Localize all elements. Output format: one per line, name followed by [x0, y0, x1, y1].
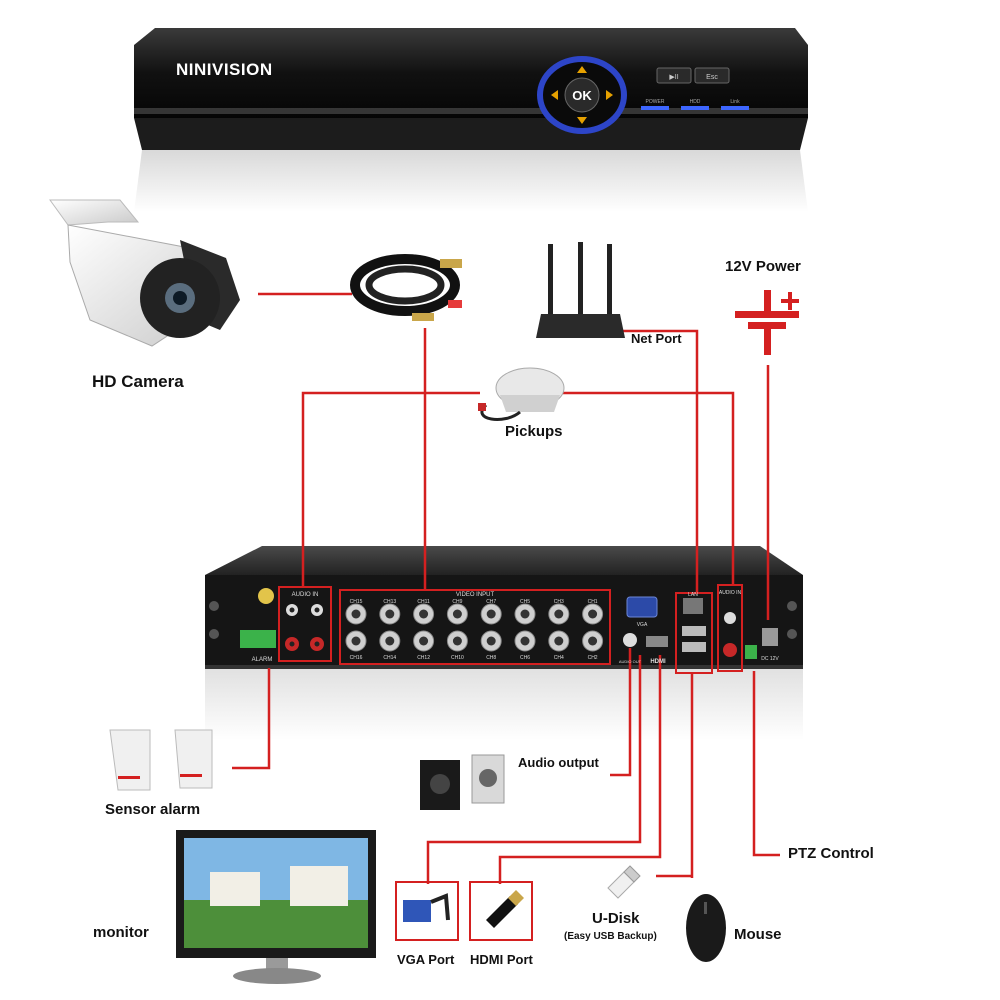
usb-drive-icon	[607, 865, 641, 899]
channel-label-ch5: CH5	[520, 599, 530, 605]
channel-label-ch11: CH11	[417, 599, 430, 605]
play-button-label: ▶II	[669, 74, 678, 81]
audio-in-left-jacks	[285, 604, 324, 651]
coaxial-cable-icon	[350, 254, 462, 321]
bnc-pin	[385, 609, 395, 619]
bnc-pin	[588, 636, 598, 646]
ptz-control-label: PTZ Control	[788, 845, 874, 862]
rear-audio-in-right-label: AUDIO IN	[719, 590, 742, 596]
bnc-pin	[351, 609, 361, 619]
pickup-microphone-icon	[478, 367, 565, 421]
rear-alarm-label: ALARM	[252, 657, 273, 663]
vga-port-label: VGA Port	[397, 952, 455, 967]
led-label-link: Link	[730, 99, 740, 105]
vga-port-box	[395, 881, 459, 941]
dc-power-symbol-icon	[735, 290, 799, 355]
lan-usb-box	[675, 592, 713, 674]
mouse-label: Mouse	[734, 926, 782, 943]
rs485-terminal	[745, 645, 757, 659]
udisk-label: U-Disk	[592, 910, 640, 927]
bnc-pin	[486, 609, 496, 619]
monitor-icon	[176, 830, 376, 984]
led-label-hdd: HDD	[690, 99, 701, 105]
channel-label-ch6: CH6	[520, 655, 530, 661]
alarm-terminal-block	[240, 630, 276, 648]
connection-lines	[232, 292, 780, 884]
led-label-power: POWER	[646, 99, 665, 105]
channel-label-ch9: CH9	[452, 599, 462, 605]
speakers-icon	[420, 754, 505, 810]
audio-out-jack	[623, 633, 637, 647]
audio-in-right-jack-1	[724, 612, 736, 624]
udisk-sub-label: (Easy USB Backup)	[564, 931, 657, 942]
usb-port-1	[682, 626, 706, 636]
bnc-pin	[385, 636, 395, 646]
channel-label-ch2: CH2	[588, 655, 598, 661]
audio-in-left-box	[278, 586, 332, 662]
dvr-rear-reflection	[205, 669, 803, 740]
bnc-pin	[351, 636, 361, 646]
channel-label-ch13: CH13	[383, 599, 396, 605]
dvr-front-reflection	[134, 150, 808, 212]
bnc-pin	[486, 636, 496, 646]
net-port-label: Net Port	[631, 331, 682, 346]
channel-label-ch12: CH12	[417, 655, 430, 661]
sensor-alarm-label: Sensor alarm	[105, 801, 201, 818]
pir-sensor-icon	[109, 729, 213, 791]
bnc-pin	[419, 609, 429, 619]
ground-screw	[258, 588, 274, 604]
pickups-label: Pickups	[505, 423, 563, 440]
channel-label-ch3: CH3	[554, 599, 564, 605]
hd-camera-label: HD Camera	[92, 372, 184, 391]
rear-dc-label: DC 12V	[761, 656, 779, 662]
lan-port	[683, 598, 703, 614]
audio-in-right-box	[717, 584, 743, 672]
usb-port-2	[682, 642, 706, 652]
bnc-pin	[520, 636, 530, 646]
channel-label-ch16: CH16	[350, 655, 363, 661]
vga-connector	[626, 596, 658, 618]
bnc-pin	[452, 636, 462, 646]
rear-vga-label: VGA	[637, 622, 648, 628]
dc-power-jack	[762, 628, 778, 646]
channel-label-ch8: CH8	[486, 655, 496, 661]
hdmi-connector	[646, 636, 668, 647]
hdmi-cable-icon	[486, 890, 524, 928]
channel-label-ch7: CH7	[486, 599, 496, 605]
mouse-icon	[686, 894, 726, 962]
bnc-pin	[554, 609, 564, 619]
power-label: 12V Power	[725, 258, 801, 275]
hdmi-port-box	[469, 881, 533, 941]
video-input-box	[339, 589, 611, 665]
router-icon	[536, 242, 625, 338]
monitor-label: monitor	[93, 924, 149, 941]
bnc-pin	[520, 609, 530, 619]
channel-label-ch1: CH1	[588, 599, 598, 605]
bnc-pin	[419, 636, 429, 646]
channel-label-ch4: CH4	[554, 655, 564, 661]
brand-logo: NINIVISION	[176, 60, 273, 79]
rear-lan-label: LAN	[688, 592, 698, 598]
rear-audio-out-label: AUDIO OUT	[619, 659, 642, 664]
audio-in-right-jack-2	[723, 643, 737, 657]
esc-button-label: Esc	[706, 74, 718, 81]
channel-label-ch15: CH15	[350, 599, 363, 605]
rear-hdmi-label: HDMI	[650, 659, 666, 665]
channel-label-ch10: CH10	[451, 655, 464, 661]
rear-audio-in-left-label: AUDIO IN	[292, 592, 319, 598]
ok-button-label: OK	[572, 88, 592, 103]
rear-video-input-label: VIDEO INPUT	[456, 592, 495, 598]
dvr-front	[134, 28, 808, 150]
bullet-camera-icon	[49, 199, 240, 347]
audio-output-label: Audio output	[518, 755, 599, 770]
hdmi-port-label: HDMI Port	[470, 952, 533, 967]
vga-cable-icon	[403, 893, 450, 922]
bnc-pin	[588, 609, 598, 619]
bnc-pin	[554, 636, 564, 646]
bnc-pin	[452, 609, 462, 619]
channel-label-ch14: CH14	[383, 655, 396, 661]
